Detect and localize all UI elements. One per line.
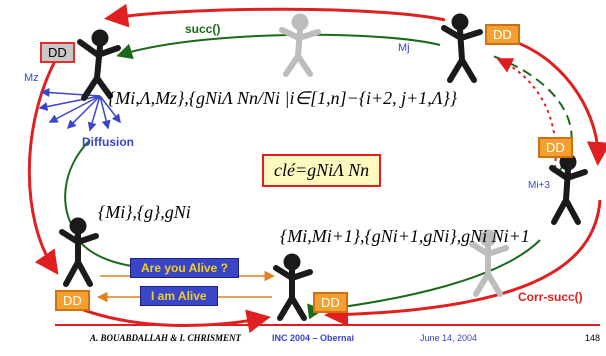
node-figure-mz <box>77 29 121 101</box>
node-figure-mj <box>441 13 483 83</box>
footer-page: 148 <box>585 333 601 343</box>
mj-label: Mj <box>398 42 410 54</box>
node-figure-mi3 <box>549 153 588 225</box>
dd-box-mj: DD <box>485 24 520 45</box>
dd-box-mz: DD <box>40 42 75 63</box>
node-figure-gray-bottom <box>469 229 509 297</box>
corr-succ-label: Corr-succ() <box>518 290 583 304</box>
formula-center: clé=gNiΛ Nn <box>262 154 382 187</box>
node-figure-mi1 <box>273 253 313 321</box>
inner-green-left <box>64 139 91 231</box>
are-you-alive-message: Are you Alive ? <box>130 258 239 278</box>
footer-conference: INC 2004 – Obernai <box>272 333 355 343</box>
dd-box-mi3: DD <box>538 137 573 158</box>
node-figure-gray-top <box>279 13 321 77</box>
mi3-label: Mi+3 <box>528 180 550 191</box>
footer-authors: A. BOUABDALLAH & I. CHRISMENT <box>90 333 242 343</box>
outer-red-ring-br <box>324 199 602 327</box>
formula-top: {Mi,Λ,Mz},{gNiΛ Nn/Ni |i∈[1,n]−{i+2, j+1… <box>108 88 458 108</box>
diffusion-rays <box>38 88 121 132</box>
diffusion-label: Diffusion <box>82 135 134 149</box>
node-figure-mi <box>59 217 99 287</box>
outer-red-ring-right <box>509 38 606 166</box>
formula-right: {Mi,Mi+1},{gNi+1,gNi},gNi Ni+1 <box>280 226 530 246</box>
succ-label: succ() <box>185 22 221 36</box>
outer-red-ring-top <box>104 3 446 28</box>
footer-date: June 14, 2004 <box>420 333 478 343</box>
i-am-alive-message: I am Alive <box>140 286 218 306</box>
outer-red-ring-left <box>27 51 62 275</box>
mz-label: Mz <box>24 72 39 84</box>
dd-box-mi: DD <box>55 290 90 311</box>
formula-left: {Mi},{g},gNi <box>98 202 191 222</box>
inner-green-top <box>116 33 441 60</box>
dd-box-mi1: DD <box>313 292 348 313</box>
inner-green-bottom <box>307 239 541 320</box>
